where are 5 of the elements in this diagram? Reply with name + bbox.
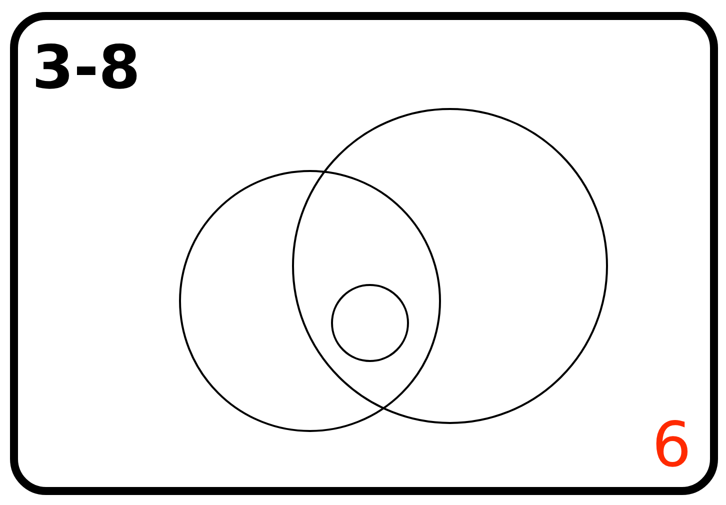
circle-shape bbox=[331, 284, 409, 362]
circle-shape bbox=[292, 108, 608, 424]
card-number: 3-8 bbox=[32, 38, 140, 98]
answer-number: 6 bbox=[652, 414, 692, 476]
circle-shape bbox=[179, 170, 441, 432]
